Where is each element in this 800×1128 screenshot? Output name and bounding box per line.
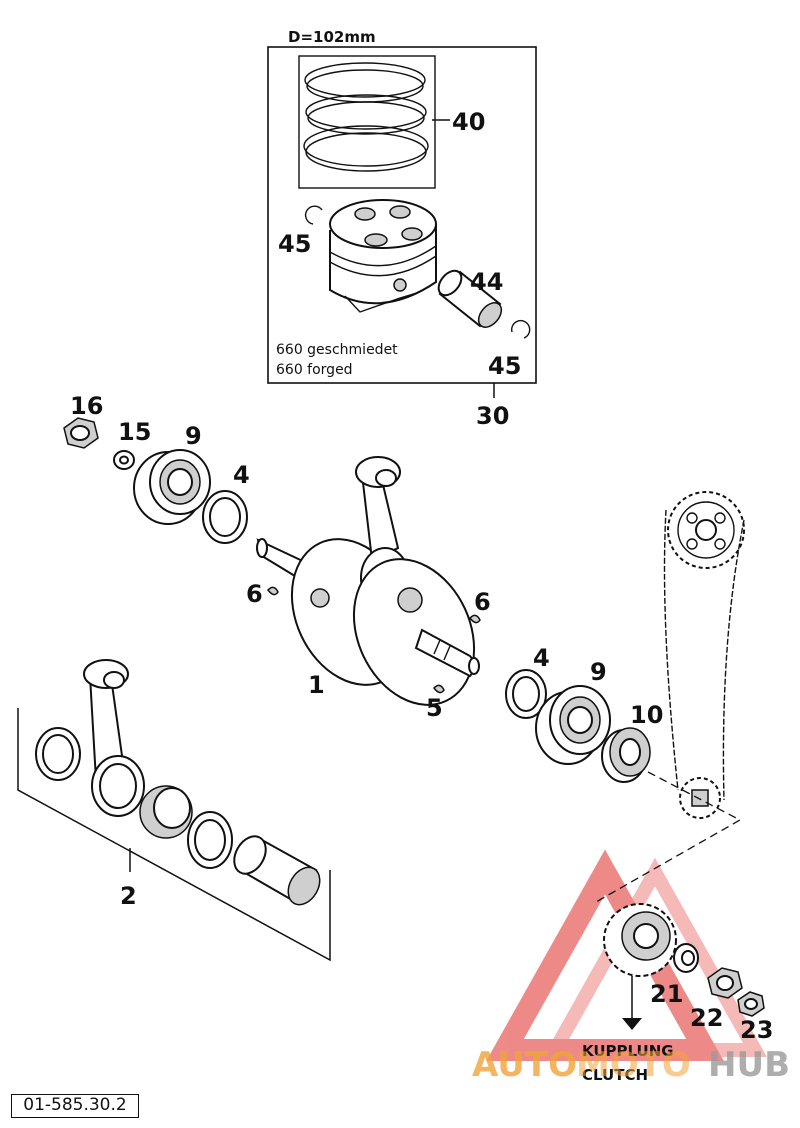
callout-5: 5: [426, 694, 443, 722]
clutch-label-de: KUPPLUNG: [582, 1042, 674, 1060]
callout-9-right: 9: [590, 658, 607, 686]
ball-bearing-right-icon: [535, 685, 611, 765]
woodruff-key-right-icon: [469, 614, 481, 624]
crankshaft-icon: [256, 456, 480, 706]
callout-2: 2: [120, 882, 137, 910]
callout-9-left: 9: [185, 422, 202, 450]
timing-chain-icon: [663, 491, 745, 819]
watermark-part-auto: AUTO: [472, 1045, 577, 1085]
watermark-text: AUTO MOTO HUB: [472, 1045, 790, 1085]
callout-44: 44: [470, 268, 503, 296]
washer-icon: [113, 450, 135, 470]
small-nut-icon: [737, 991, 765, 1017]
shim-left-icon: [202, 490, 248, 544]
callout-40: 40: [452, 108, 485, 136]
circlip-left-icon: [304, 205, 323, 225]
callout-45-right: 45: [488, 352, 521, 380]
piston-icon: [329, 199, 437, 313]
callout-23: 23: [740, 1016, 773, 1044]
callout-30: 30: [476, 402, 509, 430]
bore-label: D=102mm: [288, 28, 376, 46]
callout-15: 15: [118, 418, 151, 446]
drawing-code: 01-585.30.2: [11, 1094, 139, 1118]
callout-22: 22: [690, 1004, 723, 1032]
watermark-part-hub: HUB: [708, 1045, 790, 1085]
clutch-arrow-icon: [622, 1018, 642, 1030]
shim-right-icon: [505, 669, 547, 719]
conrod-kit-parts-icon: [35, 659, 321, 906]
circlip-right-icon: [510, 319, 531, 339]
conrod-kit-bracket: [17, 708, 331, 962]
callout-10: 10: [630, 701, 663, 729]
ball-bearing-left-icon: [133, 449, 211, 525]
piston-pin-icon: [437, 269, 503, 328]
callout-6-left: 6: [246, 580, 263, 608]
piston-kit-box: [267, 46, 537, 384]
callout-4-left: 4: [233, 461, 250, 489]
callout-6-right: 6: [474, 588, 491, 616]
woodruff-key-left-icon: [267, 586, 279, 596]
primary-gear-icon: [603, 903, 677, 977]
piston-rings-icon: [303, 62, 429, 172]
woodruff-key-lower-icon: [433, 684, 445, 694]
oil-seal-icon: [601, 727, 651, 783]
callout-1: 1: [308, 671, 325, 699]
callout-21: 21: [650, 980, 683, 1008]
callout-4-right: 4: [533, 644, 550, 672]
assembly-guide-line: [595, 771, 742, 903]
piston-rings-box: [298, 55, 436, 189]
forged-note-de: 660 geschmiedet: [276, 342, 398, 358]
gear-nut-icon: [707, 967, 743, 999]
forged-note-en: 660 forged: [276, 362, 353, 378]
callout-45-left: 45: [278, 230, 311, 258]
gear-washer-icon: [673, 943, 699, 973]
clutch-label-en: CLUTCH: [582, 1066, 648, 1084]
watermark-part-moto: MOTO: [576, 1045, 691, 1085]
callout-16: 16: [70, 392, 103, 420]
hex-nut-icon: [63, 417, 99, 449]
